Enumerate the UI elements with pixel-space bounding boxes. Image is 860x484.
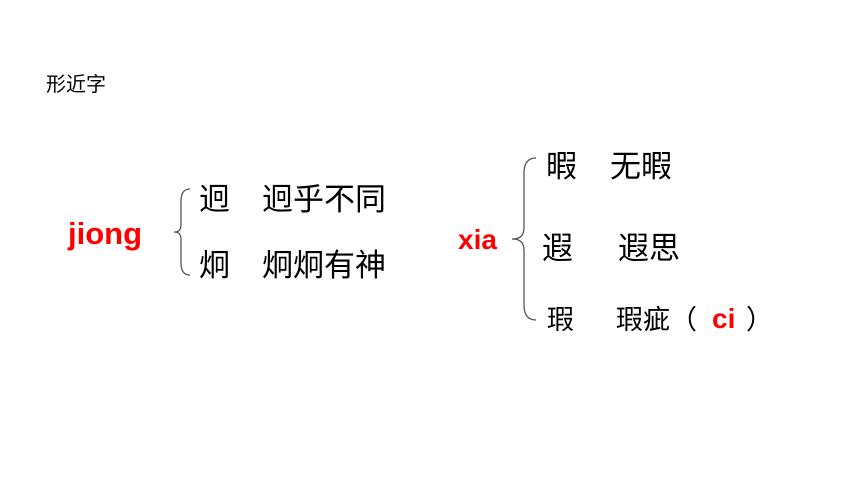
char-xia-1: 暇 — [546, 149, 577, 185]
brace-xia — [511, 157, 537, 321]
brace-jiong — [173, 188, 191, 276]
word-xia-2: 遐思 — [618, 231, 680, 267]
char-xia-3: 瑕 — [547, 305, 574, 336]
pinyin-jiong: jiong — [68, 216, 143, 251]
close-paren: ） — [746, 305, 773, 336]
page-title: 形近字 — [46, 72, 106, 96]
word-xia-1: 无暇 — [610, 149, 672, 185]
word-xia-3: 瑕疵（ — [616, 305, 697, 336]
char-jiong-1: 迥 — [199, 182, 230, 218]
pinyin-xia: xia — [458, 224, 497, 255]
pinyin-ci: ci — [712, 303, 736, 334]
word-jiong-1: 迥乎不同 — [262, 182, 386, 218]
char-xia-2: 遐 — [542, 231, 573, 267]
word-jiong-2: 炯炯有神 — [262, 248, 386, 284]
char-jiong-2: 炯 — [199, 248, 230, 284]
